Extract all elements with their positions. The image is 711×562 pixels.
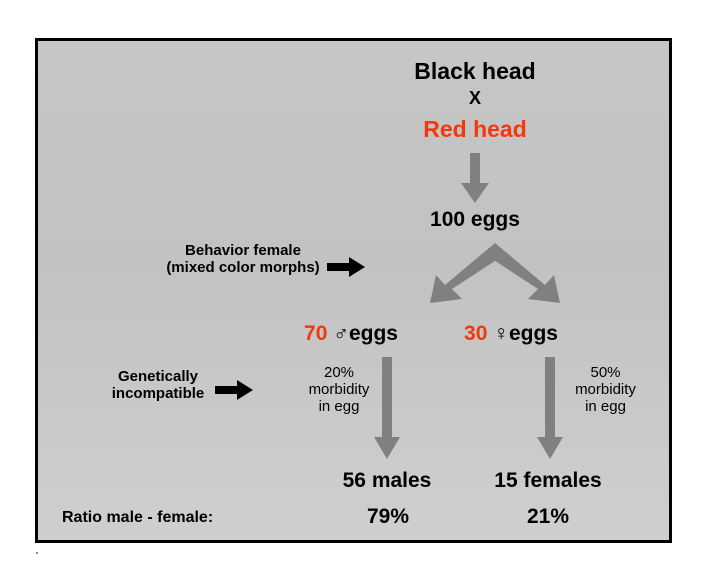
male-eggs-count: 70 bbox=[304, 322, 328, 345]
arrow-down-male-branch-icon bbox=[374, 357, 400, 459]
male-morbidity-pct: 20% bbox=[323, 364, 355, 381]
male-ratio-value: 79% bbox=[366, 505, 410, 528]
male-eggs-label: 70 ♂eggs bbox=[304, 322, 398, 346]
ratio-row-label: Ratio male - female: bbox=[62, 509, 214, 526]
genetically-incompatible-annotation: Genetically incompatible bbox=[68, 368, 248, 403]
male-result-label: 56 males bbox=[342, 469, 432, 492]
female-symbol-icon: ♀ bbox=[493, 322, 509, 345]
male-morbidity-line3: in egg bbox=[318, 397, 360, 415]
female-eggs-word: eggs bbox=[508, 322, 558, 345]
behavior-female-line2: (mixed color morphs) bbox=[166, 258, 320, 276]
cross-symbol-label: X bbox=[468, 88, 482, 108]
total-eggs-label: 100 eggs bbox=[430, 208, 520, 231]
male-symbol-icon: ♂ bbox=[333, 322, 349, 345]
diagram-panel: Black head X Red head 100 eggs Behavior … bbox=[35, 38, 672, 543]
behavior-female-annotation: Behavior female (mixed color morphs) bbox=[143, 242, 343, 277]
female-ratio-value: 21% bbox=[526, 505, 570, 528]
female-morbidity-line2: morbidity bbox=[575, 380, 636, 398]
arrow-down-to-eggs-icon bbox=[461, 153, 489, 203]
female-morbidity-line3: in egg bbox=[585, 397, 626, 415]
male-morbidity-line2: morbidity bbox=[308, 380, 370, 398]
genetics-line1: Genetically bbox=[117, 368, 199, 385]
parent-red-head-label: Red head bbox=[423, 116, 527, 142]
genetics-line2: incompatible bbox=[111, 384, 205, 402]
female-morbidity-pct: 50% bbox=[590, 364, 621, 381]
female-result-label: 15 females bbox=[494, 469, 602, 492]
arrow-right-genetics-icon bbox=[215, 380, 253, 400]
behavior-female-line1: Behavior female bbox=[185, 242, 301, 259]
male-eggs-word: eggs bbox=[348, 322, 398, 345]
female-eggs-count: 30 bbox=[464, 322, 488, 345]
corner-speck bbox=[36, 552, 38, 554]
arrow-split-branches-icon bbox=[430, 243, 560, 303]
female-morbidity-annotation: 50% morbidity in egg bbox=[558, 364, 653, 415]
male-morbidity-annotation: 20% morbidity in egg bbox=[294, 364, 384, 415]
parent-black-head-label: Black head bbox=[414, 58, 536, 84]
arrow-right-behavior-icon bbox=[327, 257, 365, 277]
arrow-down-female-branch-icon bbox=[537, 357, 563, 459]
female-eggs-label: 30 ♀eggs bbox=[464, 322, 558, 346]
